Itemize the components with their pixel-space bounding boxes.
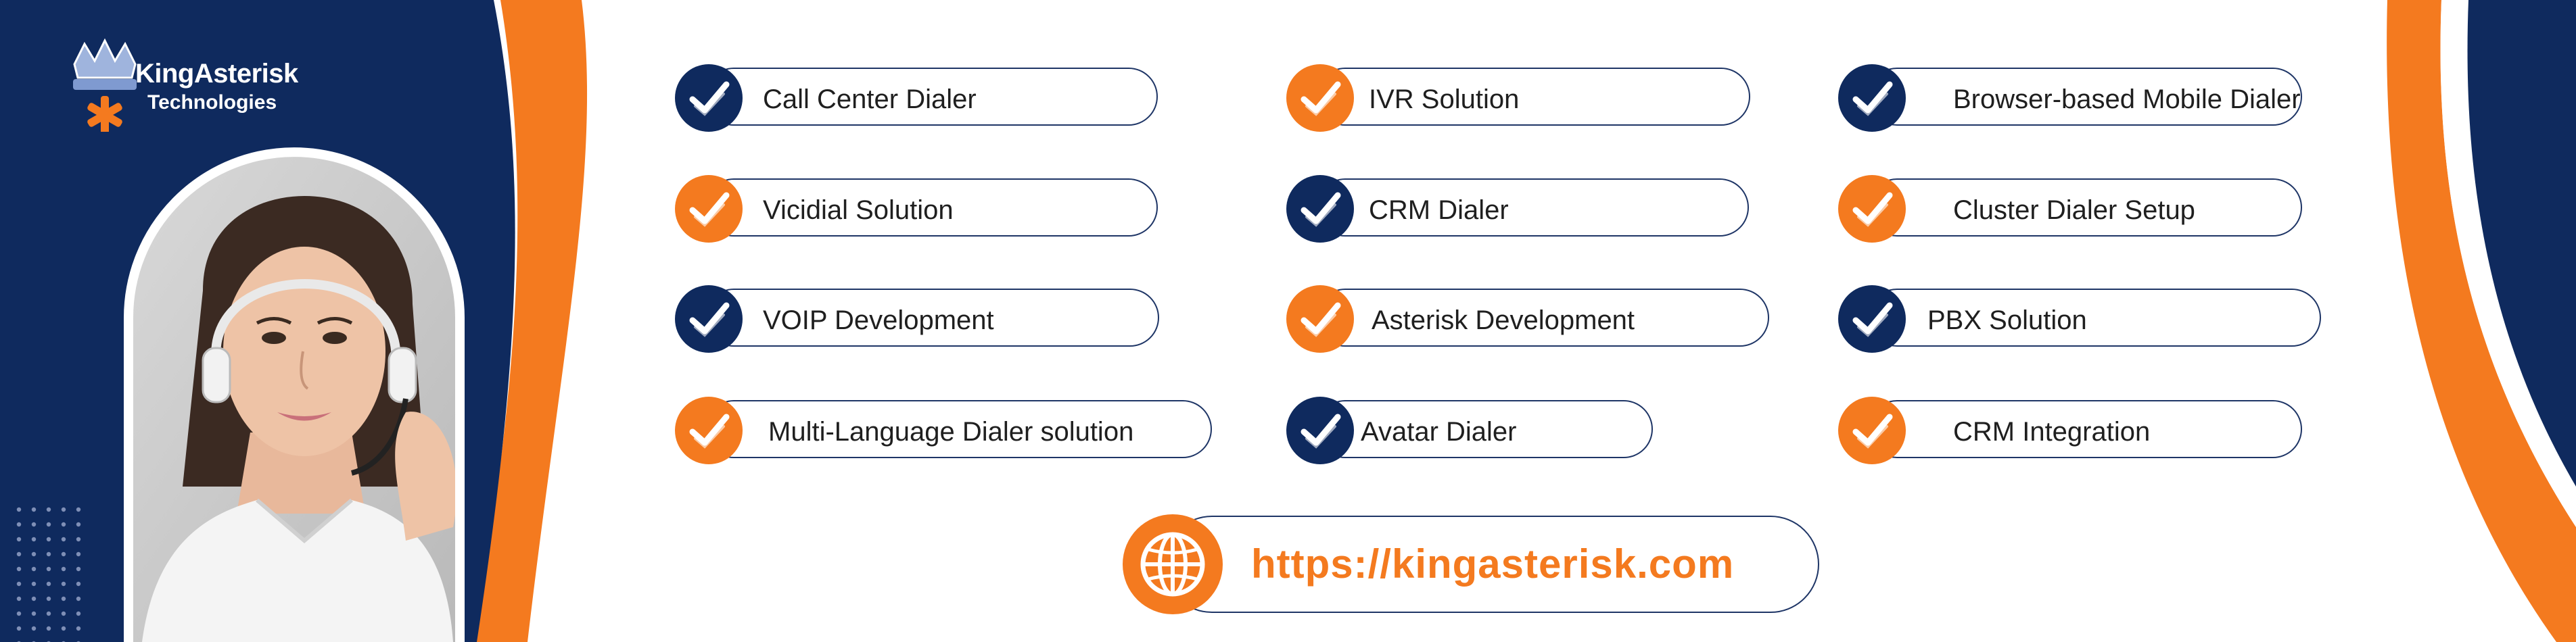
- service-label: Call Center Dialer: [763, 84, 977, 114]
- service-label: PBX Solution: [1927, 305, 2087, 335]
- crown-icon: [73, 38, 137, 132]
- service-pill: PBX Solution: [1868, 289, 2321, 347]
- service-label: VOIP Development: [763, 305, 994, 335]
- service-item[interactable]: Cluster Dialer Setup: [1838, 175, 2302, 243]
- check-icon: [1838, 175, 1906, 243]
- right-navy-panel: [2467, 0, 2576, 487]
- brand-name: KingAsterisk: [135, 59, 298, 89]
- check-icon: [675, 285, 743, 353]
- check-icon: [1286, 285, 1354, 353]
- photo-frame: [124, 147, 465, 642]
- agent-photo: [128, 152, 460, 642]
- check-icon: [1286, 397, 1354, 464]
- service-pill: Asterisk Development: [1316, 289, 1769, 347]
- service-pill: CRM Integration: [1868, 400, 2302, 458]
- service-item[interactable]: Browser-based Mobile Dialer: [1838, 64, 2302, 132]
- dot-pattern: [14, 500, 88, 642]
- service-pill: IVR Solution: [1316, 68, 1750, 126]
- service-item[interactable]: Multi-Language Dialer solution: [675, 397, 1212, 464]
- service-item[interactable]: Call Center Dialer: [675, 64, 1158, 132]
- check-icon: [1286, 175, 1354, 243]
- check-icon: [675, 64, 743, 132]
- check-icon: [675, 397, 743, 464]
- service-item[interactable]: Vicidial Solution: [675, 175, 1158, 243]
- service-pill: Avatar Dialer: [1316, 400, 1653, 458]
- service-label: Avatar Dialer: [1361, 417, 1517, 447]
- service-label: Multi-Language Dialer solution: [768, 417, 1134, 447]
- right-orange-ribbon: [2387, 0, 2576, 642]
- check-icon: [1838, 64, 1906, 132]
- service-item[interactable]: VOIP Development: [675, 285, 1159, 353]
- service-label: Asterisk Development: [1372, 305, 1635, 335]
- service-item[interactable]: Asterisk Development: [1286, 285, 1769, 353]
- check-icon: [1838, 397, 1906, 464]
- service-item[interactable]: Avatar Dialer: [1286, 397, 1653, 464]
- globe-icon: [1123, 514, 1223, 614]
- check-icon: [1286, 64, 1354, 132]
- service-pill: Call Center Dialer: [705, 68, 1158, 126]
- service-label: Cluster Dialer Setup: [1953, 195, 2195, 225]
- service-label: Vicidial Solution: [763, 195, 954, 225]
- check-icon: [675, 175, 743, 243]
- website-url[interactable]: https://kingasterisk.com: [1251, 541, 1735, 587]
- brand-tagline: Technologies: [147, 91, 277, 114]
- right-white-gap: [2440, 0, 2576, 527]
- service-label: IVR Solution: [1369, 84, 1520, 114]
- service-pill: Multi-Language Dialer solution: [705, 400, 1212, 458]
- service-item[interactable]: IVR Solution: [1286, 64, 1750, 132]
- left-orange-ribbon: [473, 0, 588, 642]
- service-label: Browser-based Mobile Dialer: [1953, 84, 2301, 114]
- service-pill: CRM Dialer: [1316, 178, 1749, 237]
- website-pill: [1163, 516, 1819, 613]
- check-icon: [1838, 285, 1906, 353]
- service-pill: Cluster Dialer Setup: [1868, 178, 2302, 237]
- service-pill: Browser-based Mobile Dialer: [1868, 68, 2302, 126]
- website-link[interactable]: https://kingasterisk.com: [1123, 514, 1819, 614]
- service-item[interactable]: CRM Integration: [1838, 397, 2302, 464]
- service-label: CRM Dialer: [1369, 195, 1509, 225]
- service-pill: Vicidial Solution: [705, 178, 1158, 237]
- service-pill: VOIP Development: [705, 289, 1159, 347]
- service-label: CRM Integration: [1953, 417, 2151, 447]
- service-item[interactable]: PBX Solution: [1838, 285, 2321, 353]
- service-item[interactable]: CRM Dialer: [1286, 175, 1749, 243]
